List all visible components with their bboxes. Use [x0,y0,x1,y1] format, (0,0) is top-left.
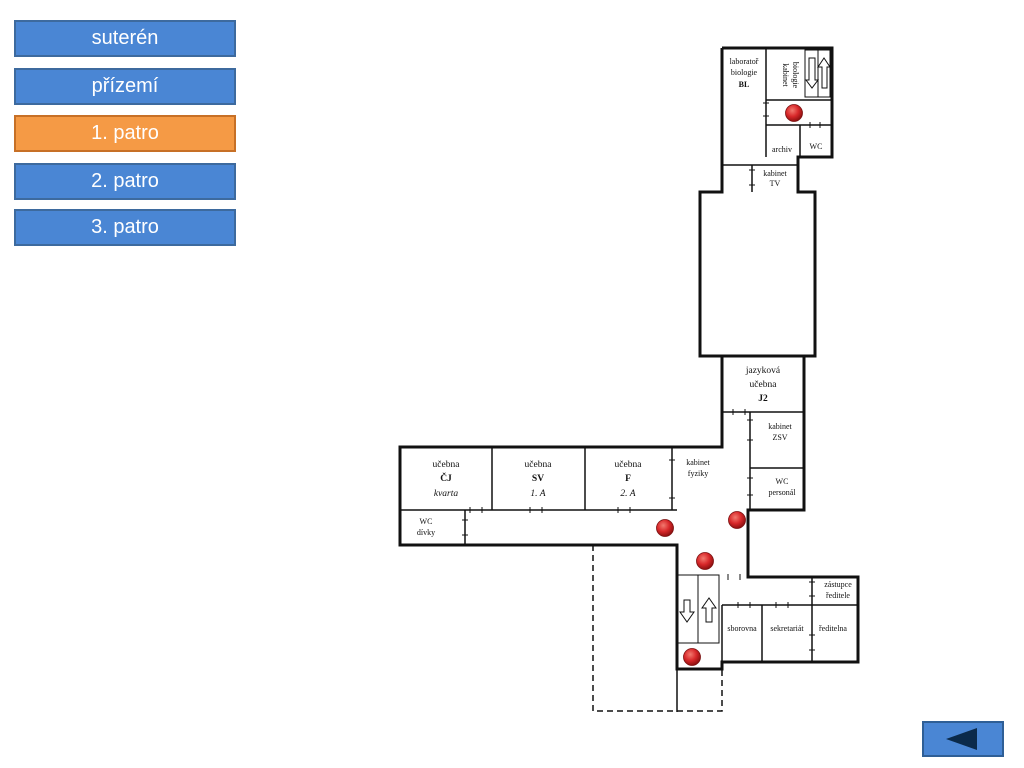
label-kabinet-biologie-1: kabinet [781,63,790,87]
label-kabinet-fyziky-1: kabinet [686,458,710,467]
door-marks [462,102,821,651]
back-button[interactable] [922,721,1004,757]
floor-button-3-patro[interactable]: 3. patro [14,209,236,246]
location-marker[interactable] [728,511,746,529]
label-bl-1: laboratoř [730,57,759,66]
label-f-code: F [625,474,631,484]
label-wc-personal-2: personál [768,488,796,497]
label-sborovna: sborovna [727,624,757,633]
label-cj-class: kvarta [434,489,459,499]
stair-arrows [679,57,831,623]
location-marker[interactable] [656,519,674,537]
room-labels: laboratoř biologie BL kabinet biologie a… [417,57,852,633]
label-f-1: učebna [615,460,643,470]
triangle-left-icon [946,728,977,750]
label-j2-2: učebna [750,380,778,390]
label-zsv-1: kabinet [768,422,792,431]
label-archiv: archiv [772,145,792,154]
location-marker[interactable] [696,552,714,570]
floor-button-suteren[interactable]: suterén [14,20,236,57]
location-marker[interactable] [683,648,701,666]
label-zastupce-1: zástupce [824,580,852,589]
stairs [676,49,831,644]
label-cj-1: učebna [433,460,461,470]
label-j2-1: jazyková [745,366,781,376]
location-marker[interactable] [785,104,803,122]
label-f-class: 2. A [620,489,635,499]
label-wc-divky-1: WC [420,517,433,526]
label-wc-divky-2: dívky [417,528,435,537]
label-bl-code: BL [739,80,750,89]
label-sv-1: učebna [525,460,553,470]
label-zastupce-2: ředitele [826,591,850,600]
label-sv-class: 1. A [530,489,545,499]
label-kabinet-biologie-2: biologie [791,62,800,89]
label-zsv-2: ZSV [772,433,787,442]
label-wc-personal-1: WC [776,477,789,486]
label-sv-code: SV [532,474,544,484]
label-kabinet-fyziky-2: fyziky [688,469,708,478]
label-reditelna: ředitelna [819,624,847,633]
floor-button-2-patro[interactable]: 2. patro [14,163,236,200]
label-kabinet-tv-2: TV [770,179,781,188]
label-kabinet-tv-1: kabinet [763,169,787,178]
label-j2-code: J2 [758,394,768,404]
outer-walls [398,46,860,671]
floor-button-prizemi[interactable]: přízemí [14,68,236,105]
label-bl-2: biologie [731,68,758,77]
label-wc-top: WC [810,142,823,151]
dashed-outline [592,545,723,712]
floor-button-1-patro[interactable]: 1. patro [14,115,236,152]
label-cj-code: ČJ [440,471,452,484]
label-sekretariat: sekretariát [770,624,804,633]
